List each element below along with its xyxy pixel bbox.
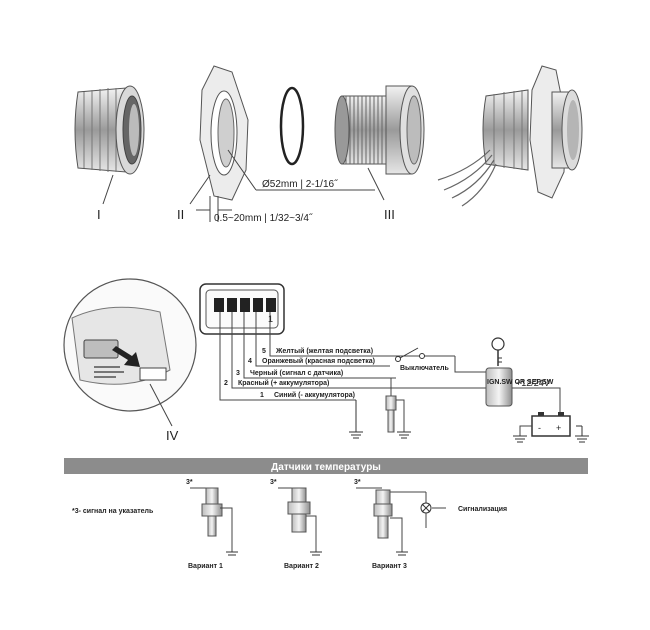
label-IV: IV [166,428,179,443]
leader-II [189,174,211,205]
variant-3-label: Вариант 3 [372,563,407,570]
ground-icon [397,431,411,439]
key-icon [491,337,505,366]
wire-5-num: 5 [262,348,266,355]
wire-1-label: Синий (- аккумулятора) [274,391,355,399]
sensor-variant-2 [278,487,322,556]
variant-1-label: Вариант 1 [188,563,223,570]
label-I: I [97,207,101,222]
thickness-dimension: 0.5~20mm | 1/32~3/4˝ [214,212,313,224]
voltage-label: +12/24V [516,378,550,388]
part-bracket [199,65,249,201]
light-switch [395,347,488,373]
diameter-dimension: Ø52mm | 2-1/16˝ [262,178,338,190]
ground-icon [513,435,527,443]
leader-IV [149,383,173,427]
sensor-variant-3 [356,487,446,556]
wire-3-label: Черный (сигнал с датчика) [250,369,343,377]
switch-label: Выключатель [400,365,450,372]
connector-pin-1: 1 [268,314,273,324]
wire-2-label: Красный (+ аккумулятора) [238,379,329,387]
signal-note: *3- сигнал на указатель [72,508,154,515]
ignition-label: IGN.SW OR SEP.SW [487,379,554,386]
ground-icon [349,400,363,439]
wire-connector [199,283,285,335]
temperature-sensor-mid [385,378,405,433]
wire-4-label: Оранжевый (красная подсветка) [262,357,375,365]
sensor-variant-1 [190,487,238,556]
ignition-switch [485,367,513,407]
part-nut [74,85,145,175]
variant-2-label: Вариант 2 [284,563,319,570]
leader-III [367,167,385,201]
o-ring [279,86,305,166]
part-gauge-body [334,85,425,175]
pin-mark-1: 3* [186,479,193,486]
sensor-banner-title: Датчики температуры [271,462,381,473]
alarm-label: Сигнализация [458,506,507,513]
ground-icon [575,425,589,443]
connector-zoom [63,278,197,412]
pin-mark-3: 3* [354,479,361,486]
assembled-gauge [437,65,583,207]
wire-4-num: 4 [248,358,252,365]
battery-plus: + [556,423,561,433]
battery-icon [531,412,571,437]
voltage-to-battery [540,387,561,416]
pin-mark-2: 3* [270,479,277,486]
battery-ground-wire [519,425,532,436]
label-II: II [177,207,184,222]
diameter-leader [227,149,257,191]
wires [219,312,486,401]
label-III: III [384,207,395,222]
sensor-banner [64,458,588,474]
battery-minus: - [538,423,541,433]
wire-2-num: 2 [224,380,228,387]
wire-5-label: Желтый (желтая подсветка) [275,347,373,355]
arrow-icon [112,346,140,367]
wire-1-num: 1 [260,392,264,399]
leader-I [102,174,114,205]
wire-3-num: 3 [236,370,240,377]
